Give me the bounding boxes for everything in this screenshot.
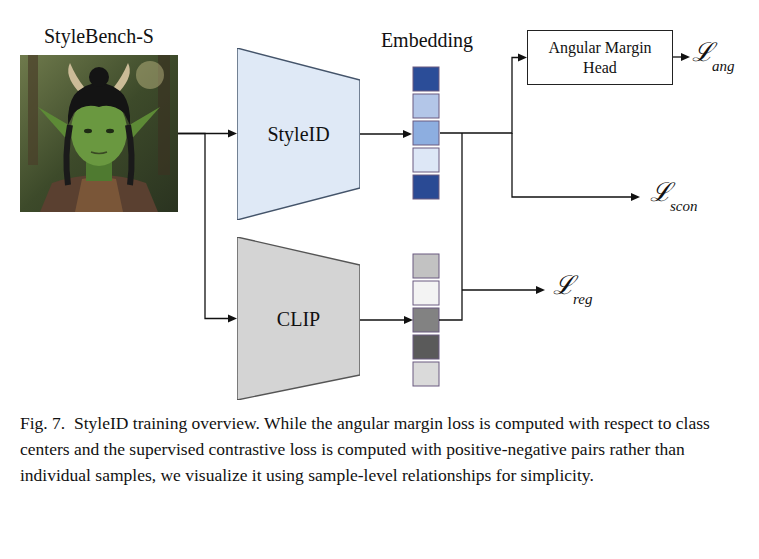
connector (178, 134, 237, 323)
arrowhead (228, 315, 237, 323)
portrait-illustration (20, 55, 178, 212)
wires (360, 57, 682, 320)
node-label: CLIP (277, 307, 320, 331)
arrowhead (228, 130, 237, 138)
arrowhead (518, 54, 527, 62)
clip-embedding (413, 254, 439, 386)
loss-symbol: ℒ (692, 38, 714, 67)
connector-line (440, 58, 519, 134)
embedding-vector (412, 66, 440, 202)
head-box: Angular Margin Head (527, 30, 673, 85)
embedding-column: Embedding (372, 28, 482, 202)
connector (360, 130, 412, 138)
connector-line (360, 133, 404, 134)
node-label: StyleID (267, 122, 329, 146)
node-label: Angular Margin Head (536, 38, 664, 76)
loss-subscript: reg (573, 291, 592, 308)
loss-symbol: ℒ (553, 271, 575, 300)
loss-symbol: ℒ (650, 178, 672, 207)
heading-text: Embedding (372, 28, 482, 52)
loss-subscript: scon (670, 198, 698, 215)
loss-subscript: ang (712, 58, 735, 75)
encoder-trapezoid: StyleID (237, 48, 360, 220)
arrowhead (403, 130, 412, 138)
figure-caption: Fig. 7. StyleID training overview. While… (20, 410, 742, 488)
dataset-image: StyleBench-S (20, 24, 178, 212)
heading-text: StyleBench-S (20, 24, 178, 48)
connector (440, 54, 527, 134)
arrowheads (404, 53, 690, 324)
encoder-trapezoid: CLIP (237, 237, 360, 400)
connector-line (178, 134, 229, 319)
